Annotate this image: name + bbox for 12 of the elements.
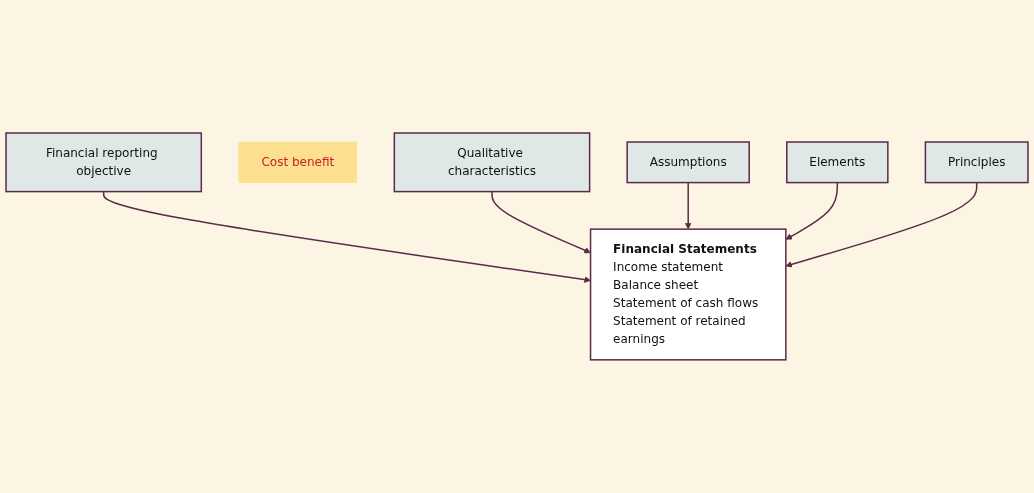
node-box: Financial reporting objective xyxy=(5,132,203,193)
node-box: Cost benefit xyxy=(238,141,358,184)
node-box: Financial Statements Income statement Balance sheet Statement of cash flows Statement of retained earnings xyxy=(589,228,787,361)
arrow xyxy=(785,181,839,240)
arrow xyxy=(102,190,591,283)
arrow xyxy=(491,190,591,254)
node-box: Qualitative characteristics xyxy=(393,132,591,193)
arrow xyxy=(785,181,978,268)
node-box: Assumptions xyxy=(626,141,750,184)
node-box: Elements xyxy=(786,141,889,184)
arrow xyxy=(684,181,692,230)
node-box: Principles xyxy=(924,141,1029,184)
